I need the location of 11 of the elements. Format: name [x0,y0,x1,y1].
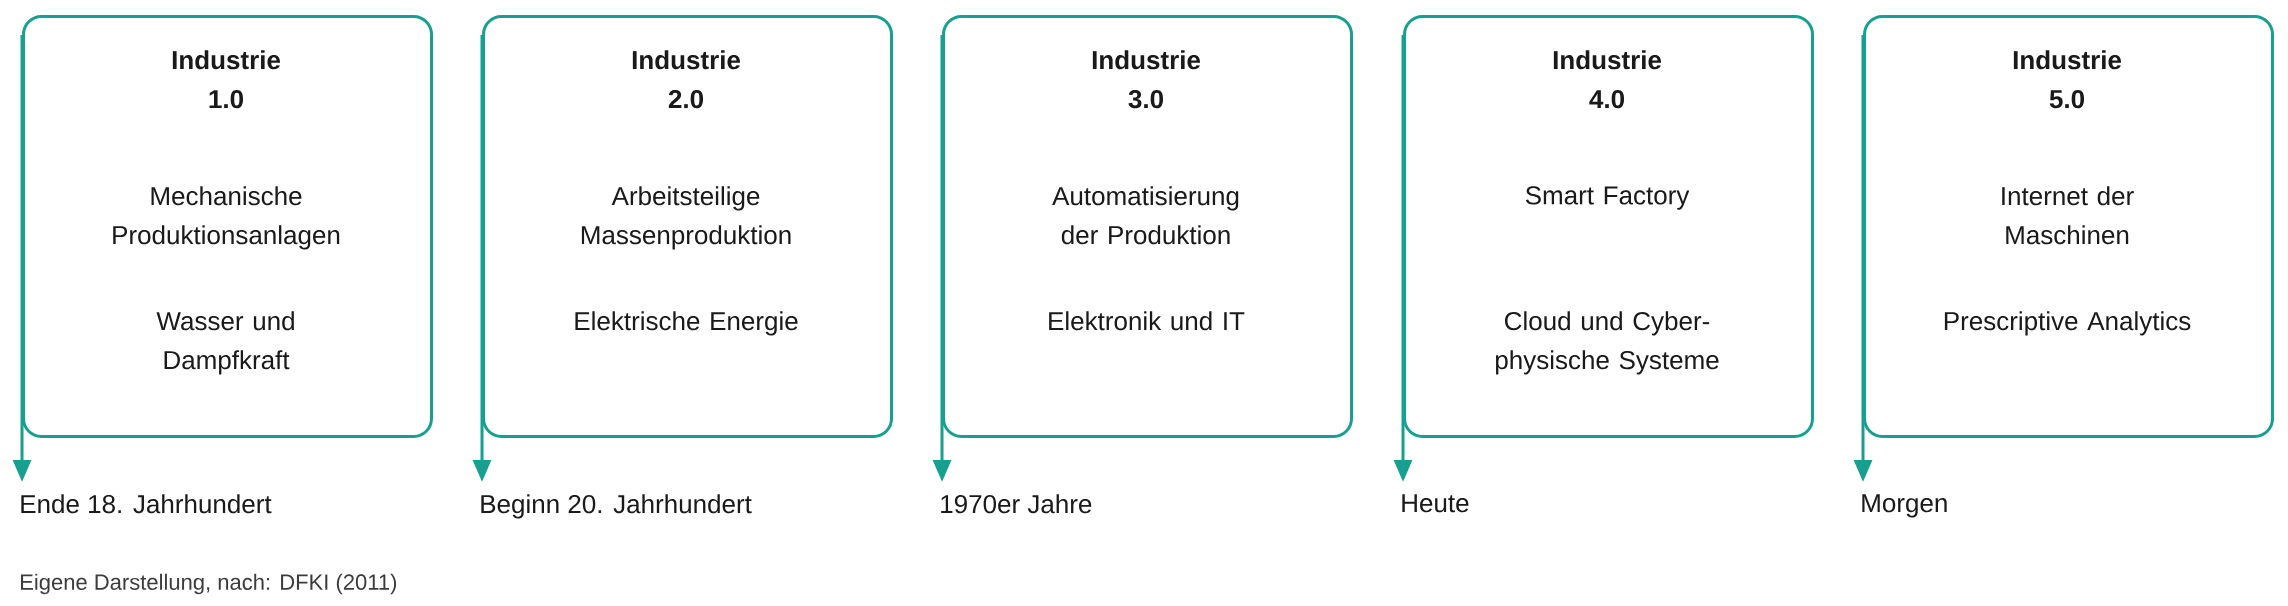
era-box: Industrie 2.0 Arbeitsteilige Massenproduktion Elektrische Energie [482,15,893,438]
caption: Eigene Darstellung, nach: DFKI (2011) [21,573,397,595]
date-label: Heute [1402,494,1469,513]
era-box: Industrie 3.0 Automatisierung der Produktion Elektronik und IT [942,15,1353,438]
date-label: Ende 18. Jahrhundert [21,494,272,514]
era-box: Industrie 4.0 Smart Factory Cloud und Cyber-physische Systeme [1403,15,1814,438]
date-label: 1970er Jahre [941,494,1092,514]
era-box: Industrie 1.0 Mechanische Produktionsanlagen Wasser und Dampfkraft [22,15,433,438]
date-label: Morgen [1862,494,1947,518]
era-box: Industrie 5.0 Internet der Maschinen Prescriptive Analytics [1863,15,2274,438]
date-label: Beginn 20. Jahrhundert [481,494,752,519]
